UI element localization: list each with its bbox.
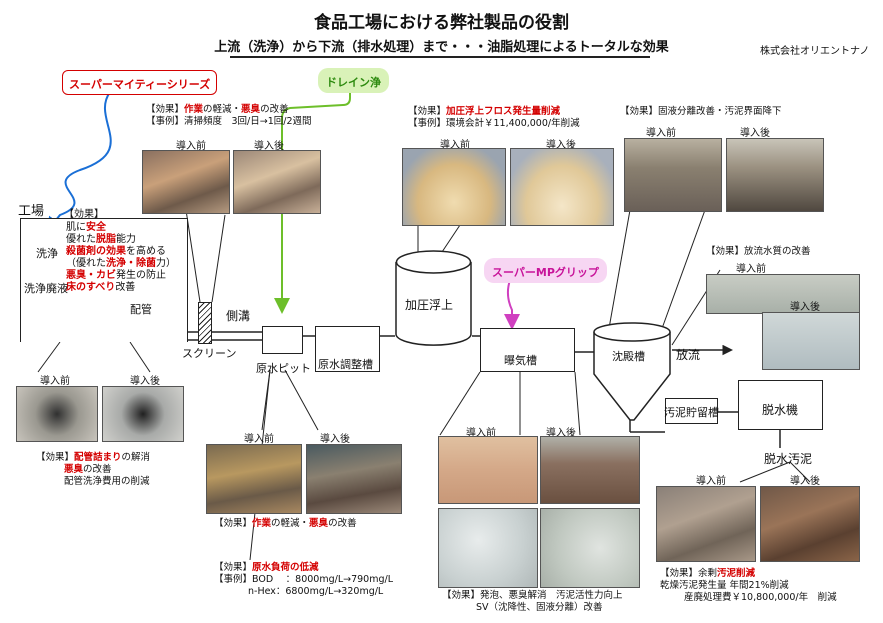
page-title: 食品工場における弊社製品の役割 <box>314 13 569 33</box>
factory-pipe: 配管 <box>130 303 152 316</box>
factory-wash: 洗浄 <box>36 247 58 260</box>
photo-caption-after: 導入後 <box>790 476 820 487</box>
factory-box <box>20 218 188 342</box>
photo-caption-before: 導入前 <box>440 140 470 151</box>
photo-caption-before: 導入前 <box>646 128 676 139</box>
aeration-label: 曝気槽 <box>504 354 537 367</box>
aeration-box <box>480 328 575 372</box>
effect-load: 【効果】原水負荷の低減 【事例】BOD ：8000mg/L→790mg/L n-… <box>214 562 393 597</box>
factory-waste: 洗浄廃液 <box>24 282 68 295</box>
effect-gutter: 【効果】作業の軽減・悪臭の改善 【事例】清掃頻度 3回/日→1回/2週間 <box>146 104 312 127</box>
product-drain-clean: ドレイン浄 <box>318 68 389 93</box>
photo-discharge-before <box>706 274 860 314</box>
photo-flotation-after <box>510 148 614 226</box>
sludge-tank-box <box>665 398 718 424</box>
flotation-label: 加圧浮上 <box>405 298 454 312</box>
settling-tank <box>592 322 672 422</box>
effect-flotation: 【効果】加圧浮上フロス発生量削減 【事例】環境会計￥11,400,000/年削減 <box>408 106 580 129</box>
photo-caption-before: 導入前 <box>176 141 206 152</box>
photo-caption-after: 導入後 <box>320 434 350 445</box>
raw-pit-box <box>262 326 303 354</box>
product-drain-clean-label: ドレイン浄 <box>326 76 381 89</box>
effect-aeration: 【効果】発泡、悪臭解消 汚泥活性力向上 SV（沈降性、固液分離）改善 <box>442 590 623 613</box>
photo-caption-before: 導入前 <box>696 476 726 487</box>
photo-caption-after: 導入後 <box>546 428 576 439</box>
factory-label: 工場 <box>18 204 45 219</box>
raw-tank-box <box>315 326 380 372</box>
photo-settling-before <box>624 138 722 212</box>
photo-caption-after: 導入後 <box>740 128 770 139</box>
product-super-mp: スーパーMPグリップ <box>484 258 607 283</box>
photo-sludge-before <box>656 486 756 562</box>
sludge-tank-label: 汚泥貯留槽 <box>664 406 719 419</box>
company-name: 株式会社オリエントナノ <box>760 46 870 57</box>
photo-gutter-before <box>142 150 230 214</box>
photo-caption-after: 導入後 <box>254 141 284 152</box>
screen-label: スクリーン <box>182 347 237 360</box>
product-super-mp-label: スーパーMPグリップ <box>492 266 599 279</box>
photo-pit-before <box>206 444 302 514</box>
photo-discharge-after <box>762 312 860 370</box>
effect-settling: 【効果】固液分離改善・汚泥界面降下 <box>620 106 782 117</box>
photo-pit-after <box>306 444 402 514</box>
dewater-box <box>738 380 823 430</box>
photo-settling-after <box>726 138 824 212</box>
dewater-sludge-label: 脱水汚泥 <box>764 452 813 466</box>
photo-caption-after: 導入後 <box>546 140 576 151</box>
photo-caption-before: 導入前 <box>466 428 496 439</box>
product-super-mighty: スーパーマイティーシリーズ <box>62 70 218 95</box>
photo-caption-after: 導入後 <box>790 302 820 313</box>
photo-microscope-after <box>540 508 640 588</box>
photo-pipe-after <box>102 386 184 442</box>
discharge-label: 放流 <box>676 348 701 362</box>
photo-caption-after: 導入後 <box>130 376 160 387</box>
dewater-label: 脱水機 <box>762 403 799 417</box>
photo-gutter-after <box>233 150 321 214</box>
screen-grate <box>198 302 212 344</box>
raw-pit-label: 原水ピット <box>256 362 311 375</box>
photo-caption-before: 導入前 <box>40 376 70 387</box>
photo-flotation-before <box>402 148 506 226</box>
factory-effects: 肌に安全 優れた脱脂能力 殺菌剤の効果を高める （優れた洗浄・除菌力） 悪臭・カ… <box>66 222 176 293</box>
factory-effect-tag: 【効果】 <box>64 209 104 220</box>
photo-sludge-after <box>760 486 860 562</box>
photo-aeration-before <box>438 436 538 504</box>
photo-pipe-before <box>16 386 98 442</box>
subtitle-underline <box>230 56 650 58</box>
photo-aeration-after <box>540 436 640 504</box>
gutter-label: 側溝 <box>226 309 251 323</box>
page-subtitle: 上流（洗浄）から下流（排水処理）まで・・・油脂処理によるトータルな効果 <box>214 40 669 55</box>
effect-discharge: 【効果】放流水質の改善 <box>706 246 811 257</box>
effect-pipe: 【効果】配管詰まりの解消 悪臭の改善 配管洗浄費用の削減 <box>36 452 151 487</box>
photo-caption-before: 導入前 <box>736 264 766 275</box>
product-super-mighty-label: スーパーマイティーシリーズ <box>69 78 211 91</box>
photo-caption-before: 導入前 <box>244 434 274 445</box>
settling-label: 沈殿槽 <box>612 350 645 363</box>
raw-tank-label: 原水調整槽 <box>318 358 373 371</box>
effect-sludge: 【効果】余剰汚泥削減 乾燥汚泥発生量 年間21%削減 産廃処理費￥10,800,… <box>660 568 837 603</box>
flotation-tank <box>395 250 472 346</box>
photo-microscope-before <box>438 508 538 588</box>
effect-pit: 【効果】作業の軽減・悪臭の改善 <box>214 518 357 529</box>
